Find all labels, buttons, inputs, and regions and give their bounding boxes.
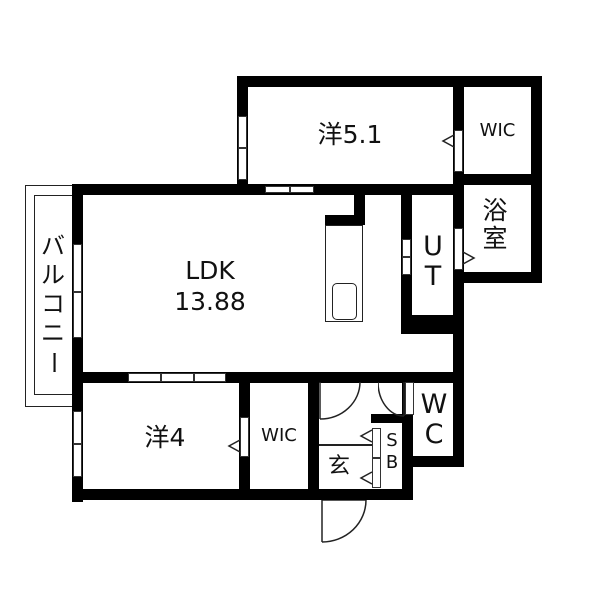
wc-char: C [424,419,444,450]
window [194,373,226,382]
wall [237,76,542,87]
ldk-area: 13.88 [174,287,246,316]
bath-char: 室 [482,224,508,253]
balcony-char: コ [41,290,65,318]
arrow-left-icon [359,471,373,485]
window [73,244,82,292]
wall [72,184,83,502]
balcony-char: ニ [41,319,65,347]
sb-char: S [386,430,398,451]
window [265,186,290,193]
balcony-char: ル [41,261,65,289]
bath-char: 浴 [482,196,508,225]
window [238,148,247,180]
wall [72,372,464,383]
arrow-left-icon [359,429,373,443]
sliding-door[interactable] [454,228,463,270]
window [402,257,411,275]
balcony-label: バ ル コ ニ ー [38,232,68,377]
sliding-door[interactable] [405,382,414,415]
ldk-name: LDK [185,256,235,285]
wc-char: W [420,389,448,420]
window [73,411,82,444]
window [73,292,82,338]
room-label-wc: W C [414,390,454,450]
sb-char: B [385,452,399,473]
swing-door-hall[interactable] [318,382,362,426]
window [73,444,82,477]
wall [453,174,542,185]
swing-door-entrance[interactable] [320,500,370,546]
room-label-wic-bottom: WIC [261,425,297,446]
room-label-bath: 浴 室 [470,197,520,253]
sliding-door[interactable] [372,458,381,488]
wall [72,489,409,500]
balcony-char: ー [39,350,68,375]
wall [308,372,319,500]
wall [354,184,365,222]
window [290,186,314,193]
ut-char: U [423,231,443,262]
wall [453,272,542,283]
wall [325,215,365,225]
arrow-left-icon [227,439,241,453]
room-label-entrance: 玄 [327,454,350,479]
arrow-left-icon [441,134,455,148]
wall [401,315,461,334]
room-label-wic-top: WIC [479,120,516,141]
sliding-door[interactable] [240,417,249,457]
window [402,239,411,257]
wall [402,380,413,500]
entrance-step-line [319,444,372,446]
room-label-ut: U T [414,232,452,292]
room-label-ldk: LDK 13.88 [155,255,265,317]
room-label-shoebox: S B [382,430,402,474]
wall [402,456,464,467]
window [161,373,194,382]
ut-char: T [424,261,442,292]
wall [453,76,464,328]
room-label-western-4: 洋4 [144,423,186,452]
sliding-door[interactable] [372,428,381,458]
room-label-western-5-1: 洋5.1 [317,120,383,149]
balcony-inner [34,195,74,395]
arrow-right-icon [462,251,476,265]
sliding-door[interactable] [454,130,463,172]
wall [371,414,413,423]
window [128,373,161,382]
swing-door-wc[interactable] [378,382,414,418]
balcony-char: バ [41,232,65,260]
window [238,116,247,148]
kitchen-sink[interactable] [332,283,357,320]
